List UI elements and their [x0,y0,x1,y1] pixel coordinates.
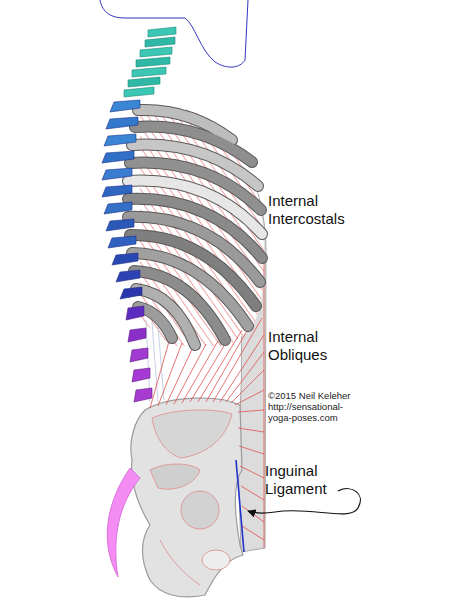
oblique-fibers [235,390,264,405]
thoracic-vertebrae [116,270,140,282]
pelvis-bone [131,398,243,597]
head-outline [100,0,248,67]
thoracic-vertebrae [102,185,132,197]
pelvis-bone [202,550,230,570]
oblique-fibers [174,344,206,404]
muscle-label: Internal Intercostals [268,192,368,228]
thoracic-vertebrae [106,117,138,129]
thoracic-vertebrae [102,168,132,180]
thoracic-vertebrae [120,287,142,299]
lumbar-vertebrae [132,368,150,382]
rib-bone [134,271,225,340]
lumbar-vertebrae [128,328,146,342]
thoracic-vertebrae [104,134,136,146]
cervical-vertebrae [132,67,166,77]
website-note: http://sensational-yoga-poses.com [268,401,360,423]
cervical-vertebrae [140,47,172,57]
oblique-fibers [182,341,218,403]
oblique-fibers [242,526,264,540]
cervical-vertebrae [136,57,170,67]
oblique-fibers [264,260,265,548]
lumbar-vertebrae [130,348,148,362]
thoracic-vertebrae [106,219,134,231]
thoracic-vertebrae [104,202,132,214]
muscle-label: Internal Obliques [268,328,368,364]
thoracic-vertebrae [110,100,140,112]
ligament-label: Inguinal Ligament [265,462,345,498]
rib-outline [128,110,262,345]
pelvis-bone [160,540,200,585]
thoracic-vertebrae [108,236,136,248]
oblique-fibers [240,466,264,478]
coccyx-muscle [107,468,140,577]
lumbar-vertebrae [134,388,152,402]
oblique-fibers [206,322,252,402]
pelvis-bone [150,464,200,489]
pelvis-bone [152,410,232,458]
copyright-note: ©2015 Neil Keleher [268,390,388,401]
oblique-fibers [239,446,264,454]
inguinal-ligament [236,460,244,552]
pelvis-bone [181,491,219,529]
cervical-vertebrae [124,87,154,97]
thoracic-vertebrae [102,151,134,163]
cervical-vertebrae [124,27,176,97]
thoracic-vertebrae [102,100,142,299]
thoracic-vertebrae [112,253,138,265]
oblique-fibers [238,410,264,412]
oblique-fibers [238,428,264,432]
oblique-fibers [231,370,264,403]
cervical-vertebrae [128,77,160,87]
pelvis-bone [131,398,243,597]
oblique-fibers [150,338,170,408]
oblique-fibers [241,486,264,500]
lumbar-vertebrae [126,306,152,402]
oblique-fibers [226,352,264,402]
oblique-fibers [242,506,264,522]
cervical-vertebrae [145,37,175,47]
cervical-vertebrae [148,27,176,37]
lumbar-vertebrae [126,306,144,320]
rib-bone [128,110,262,345]
